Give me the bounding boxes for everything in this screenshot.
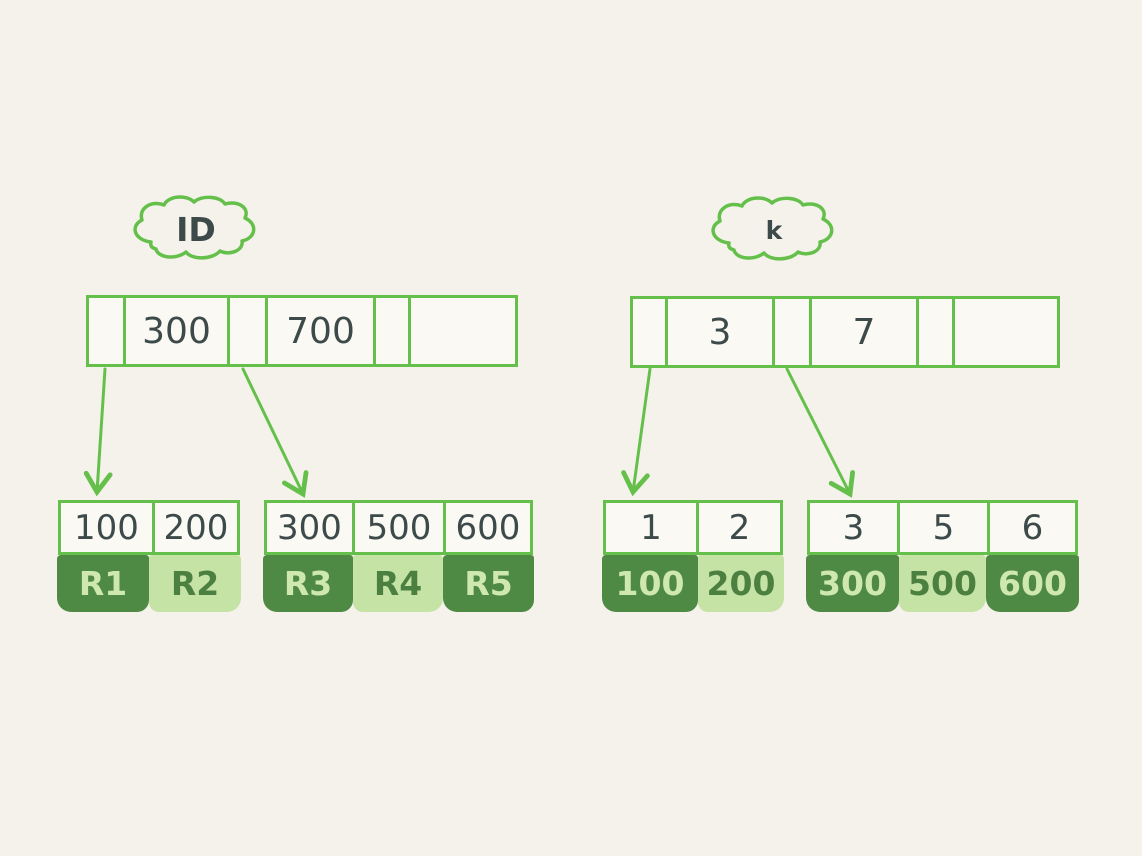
record-block: 300 [806,555,899,612]
right-index-label: k [765,216,783,245]
record-block: R3 [263,555,353,612]
left-leaf1-keys: 100 200 [58,500,240,555]
left-root-node: 300 700 [86,295,518,367]
right-leaf2-records: 300 500 600 [806,555,1079,612]
left-index-label: ID [176,210,216,249]
root-pointer-cell [633,299,668,365]
arrow-left-to-leaf2 [241,367,309,498]
leaf-key-cell: 3 [810,503,900,552]
root-pointer-cell [230,298,268,364]
root-empty-cell [411,298,515,364]
right-leaf2-keys: 3 5 6 [807,500,1078,555]
leaf-key-cell: 1 [606,503,699,552]
leaf-key-cell: 200 [163,507,229,548]
cloud-outline-icon [711,196,834,261]
record-block: R4 [353,555,443,612]
record-block: R5 [443,555,534,612]
leaf-key-cell: 600 [455,507,521,548]
root-key-cell: 7 [812,299,919,365]
root-pointer-cell [775,299,812,365]
arrow-right-to-leaf1 [621,367,652,497]
root-pointer-cell [89,298,126,364]
record-block: 100 [602,555,698,612]
leaf-key-cell: 300 [267,503,355,552]
root-pointer-cell [376,298,411,364]
left-leaf2-records: R3 R4 R5 [263,555,534,612]
right-leaf1-keys: 1 2 [603,500,783,555]
cloud-outline-icon [133,195,256,260]
leaf-key-cell: 2 [728,507,751,548]
record-block: 600 [986,555,1079,612]
leaf-key-cell: 100 [61,503,155,552]
left-leaf2-keys: 300 500 600 [264,500,533,555]
root-key-cell: 3 [668,299,775,365]
record-block: R1 [57,555,149,612]
leaf-key-cell: 5 [900,503,990,552]
left-index-cloud: ID [126,192,266,267]
arrow-left-to-leaf1 [83,367,113,497]
leaf-key-cell: 500 [355,503,446,552]
root-key-cell: 700 [268,298,376,364]
right-index-cloud: k [703,193,845,268]
right-root-node: 3 7 [630,296,1060,368]
root-key-cell: 300 [126,298,230,364]
root-pointer-cell [919,299,955,365]
record-block: 500 [899,555,986,612]
record-block: 200 [698,555,784,612]
left-leaf1-records: R1 R2 [57,555,241,612]
leaf-key-cell: 6 [1021,507,1044,548]
arrow-right-to-leaf2 [785,367,856,498]
root-empty-cell [955,299,1057,365]
record-block: R2 [149,555,241,612]
right-leaf1-records: 100 200 [602,555,784,612]
